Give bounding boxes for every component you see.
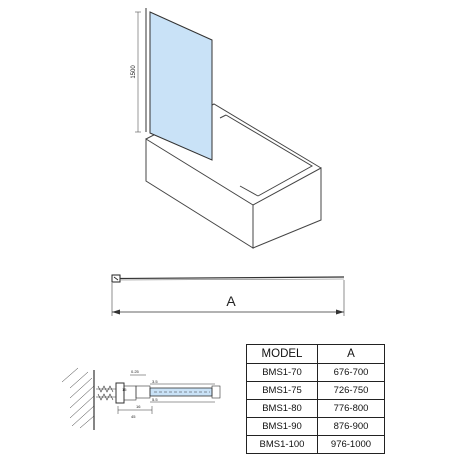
model-cell: BMS1-75	[246, 381, 318, 400]
glass-top-line	[119, 276, 345, 280]
panel-height-dimension: 1500	[131, 11, 141, 133]
panel-height-label: 1500	[131, 65, 137, 79]
header-a: A	[317, 344, 385, 364]
tub-rim-inner	[225, 114, 314, 197]
table-row: BMS1-100 976-1000	[246, 435, 385, 454]
profile-detail-view	[61, 367, 221, 430]
detail-dim-label: 0.25	[131, 369, 140, 374]
width-range-cell: 976-1000	[317, 435, 385, 454]
table-row: BMS1-70 676-700	[246, 363, 385, 382]
table-row: BMS1-90 876-900	[246, 417, 385, 436]
detail-dim-label: 5.5	[152, 397, 158, 402]
width-label: A	[226, 293, 236, 309]
width-range-cell: 726-750	[317, 381, 385, 400]
table-row: BMS1-80 776-800	[246, 399, 385, 418]
detail-dim-label: 45	[131, 414, 136, 419]
model-size-table: MODEL A BMS1-70 676-700 BMS1-75 726-750 …	[246, 344, 385, 454]
tub-front-face	[145, 138, 254, 249]
detail-dim-label: 15	[122, 387, 127, 392]
width-range-cell: 876-900	[317, 417, 385, 436]
width-range-cell: 676-700	[317, 363, 385, 382]
table-row: BMS1-75 726-750	[246, 381, 385, 400]
detail-dim-label: 16	[136, 404, 141, 409]
wall-anchor-screw	[96, 385, 116, 401]
model-cell: BMS1-100	[246, 435, 318, 454]
header-model: MODEL	[246, 344, 318, 364]
detail-dimension-labels: 0.25 3.5 5.5 15 16 45	[122, 369, 158, 419]
model-cell: BMS1-70	[246, 363, 318, 382]
tub-right-face	[252, 167, 322, 249]
detail-dim-label: 3.5	[152, 379, 158, 384]
glass-panel	[149, 11, 213, 161]
model-cell: BMS1-90	[246, 417, 318, 436]
table-header-row: MODEL A	[246, 344, 385, 364]
top-view: A	[111, 274, 345, 316]
width-range-cell: 776-800	[317, 399, 385, 418]
wall-profile-section	[115, 382, 125, 404]
model-cell: BMS1-80	[246, 399, 318, 418]
